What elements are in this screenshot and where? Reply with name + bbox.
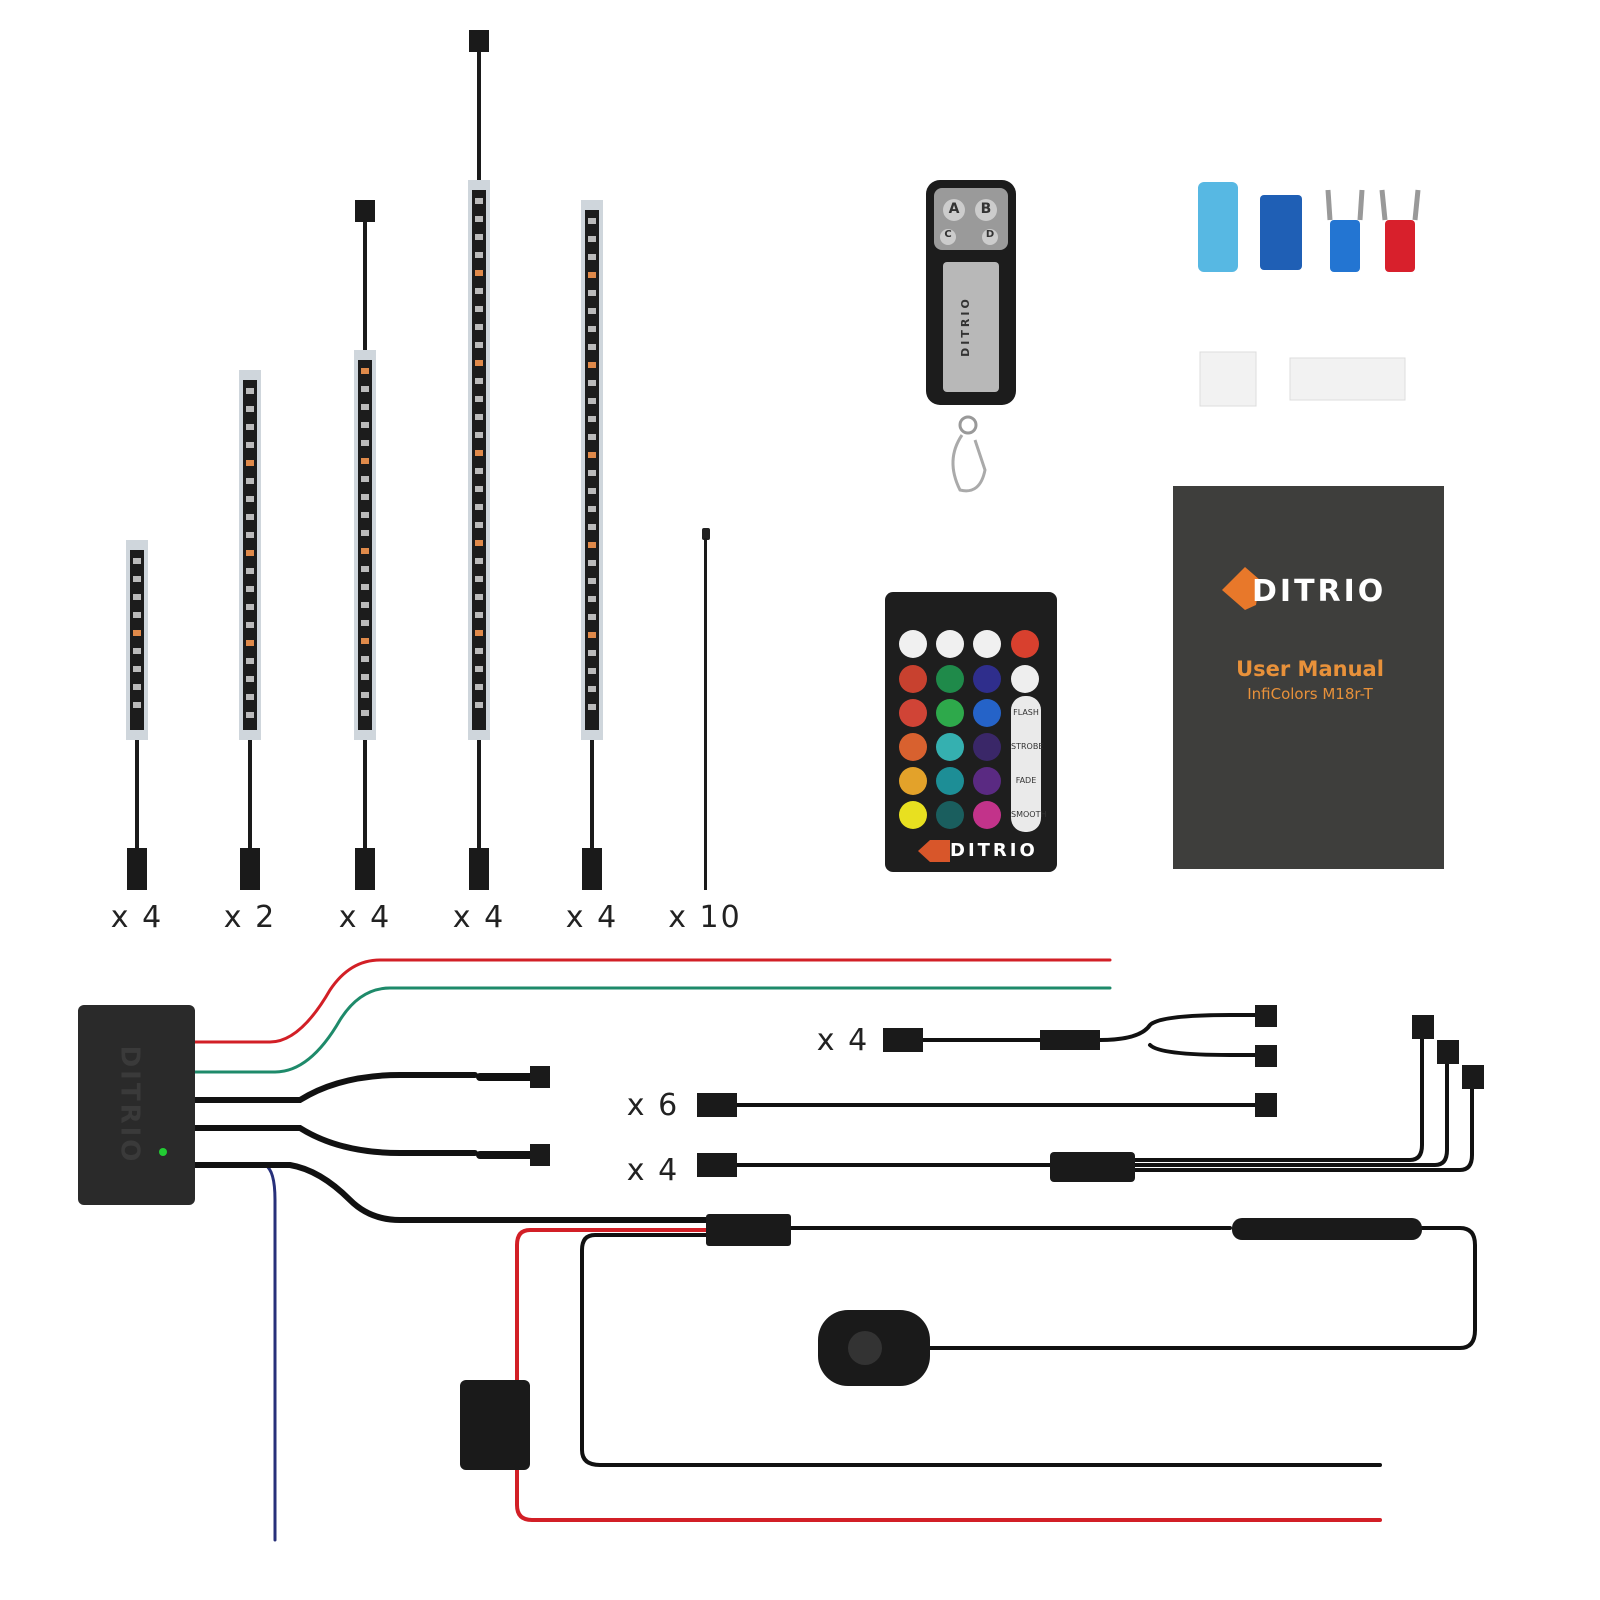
strip-quantity-2: x 2	[223, 900, 277, 935]
fade-button[interactable]: FADE	[1015, 776, 1037, 785]
color-button[interactable]	[973, 767, 1001, 795]
strip-quantity-1: x 4	[110, 900, 164, 935]
power-connector	[706, 1214, 791, 1246]
manual-subtitle: InfiColors M18r-T	[1247, 685, 1373, 703]
fuse-holder	[460, 1380, 530, 1470]
color-button[interactable]	[899, 665, 927, 693]
fob-brand-logo: DITRIO	[958, 296, 972, 357]
extension-quantity: x 6	[626, 1088, 680, 1123]
led-strip-5	[581, 200, 603, 890]
brightness-up-icon[interactable]	[899, 630, 927, 658]
control-box	[78, 1005, 195, 1205]
color-button[interactable]	[936, 665, 964, 693]
smooth-button[interactable]: SMOOTH	[1011, 810, 1047, 819]
color-button[interactable]	[899, 699, 927, 727]
color-button[interactable]	[973, 733, 1001, 761]
y-splitter-quantity: x 4	[816, 1023, 870, 1058]
led-strip-2	[239, 370, 261, 890]
red-wire	[193, 958, 1112, 1044]
green-wire	[193, 986, 1112, 1074]
led-strip-4	[468, 30, 490, 890]
color-button[interactable]	[899, 733, 927, 761]
color-button[interactable]	[936, 767, 964, 795]
strip-quantity-4: x 4	[452, 900, 506, 935]
blue-wire	[193, 1163, 277, 1542]
strip-quantity-5: x 4	[565, 900, 619, 935]
manual-title: User Manual	[1236, 657, 1384, 681]
color-button[interactable]	[899, 801, 927, 829]
color-button[interactable]	[936, 733, 964, 761]
triple-splitter-quantity: x 4	[626, 1153, 680, 1188]
strobe-button[interactable]: STROBE	[1011, 742, 1044, 751]
crimp-terminals	[1198, 182, 1421, 272]
adhesive-pads	[1199, 351, 1406, 407]
color-button[interactable]	[936, 699, 964, 727]
color-button[interactable]	[936, 801, 964, 829]
fob-label-a: A	[948, 201, 960, 217]
status-led	[159, 1148, 167, 1156]
color-button[interactable]	[973, 801, 1001, 829]
led-strip-1	[126, 540, 148, 890]
fob-label-c: C	[944, 229, 952, 240]
power-icon[interactable]	[1011, 630, 1039, 658]
fob-button-c	[940, 229, 956, 245]
manual-brand-logo: DITRIO	[1252, 574, 1387, 609]
connector	[530, 1144, 550, 1166]
fob-button-b	[975, 199, 997, 221]
connector	[530, 1066, 550, 1088]
control-box-logo: DITRIO	[114, 1045, 145, 1165]
white-button[interactable]	[1011, 665, 1039, 693]
zip-tie-quantity: x 10	[668, 900, 742, 935]
flash-button[interactable]: FLASH	[1013, 708, 1039, 717]
key-fob-remote	[926, 180, 1016, 493]
color-button[interactable]	[973, 665, 1001, 693]
color-button[interactable]	[973, 699, 1001, 727]
zip-tie	[702, 528, 710, 890]
color-button[interactable]	[899, 767, 927, 795]
strip-quantity-3: x 4	[338, 900, 392, 935]
fob-button-d	[982, 229, 998, 245]
light-off-icon[interactable]	[936, 630, 964, 658]
inline-connector	[1232, 1218, 1422, 1240]
remote-brand-logo: DITRIO	[950, 840, 1038, 861]
user-manual	[1173, 486, 1444, 869]
fob-label-b: B	[980, 201, 992, 217]
fob-label-d: D	[985, 229, 995, 240]
settings-icon[interactable]	[973, 630, 1001, 658]
fob-button-a	[943, 199, 965, 221]
ir-remote	[885, 592, 1057, 872]
led-strip-3	[354, 200, 376, 890]
